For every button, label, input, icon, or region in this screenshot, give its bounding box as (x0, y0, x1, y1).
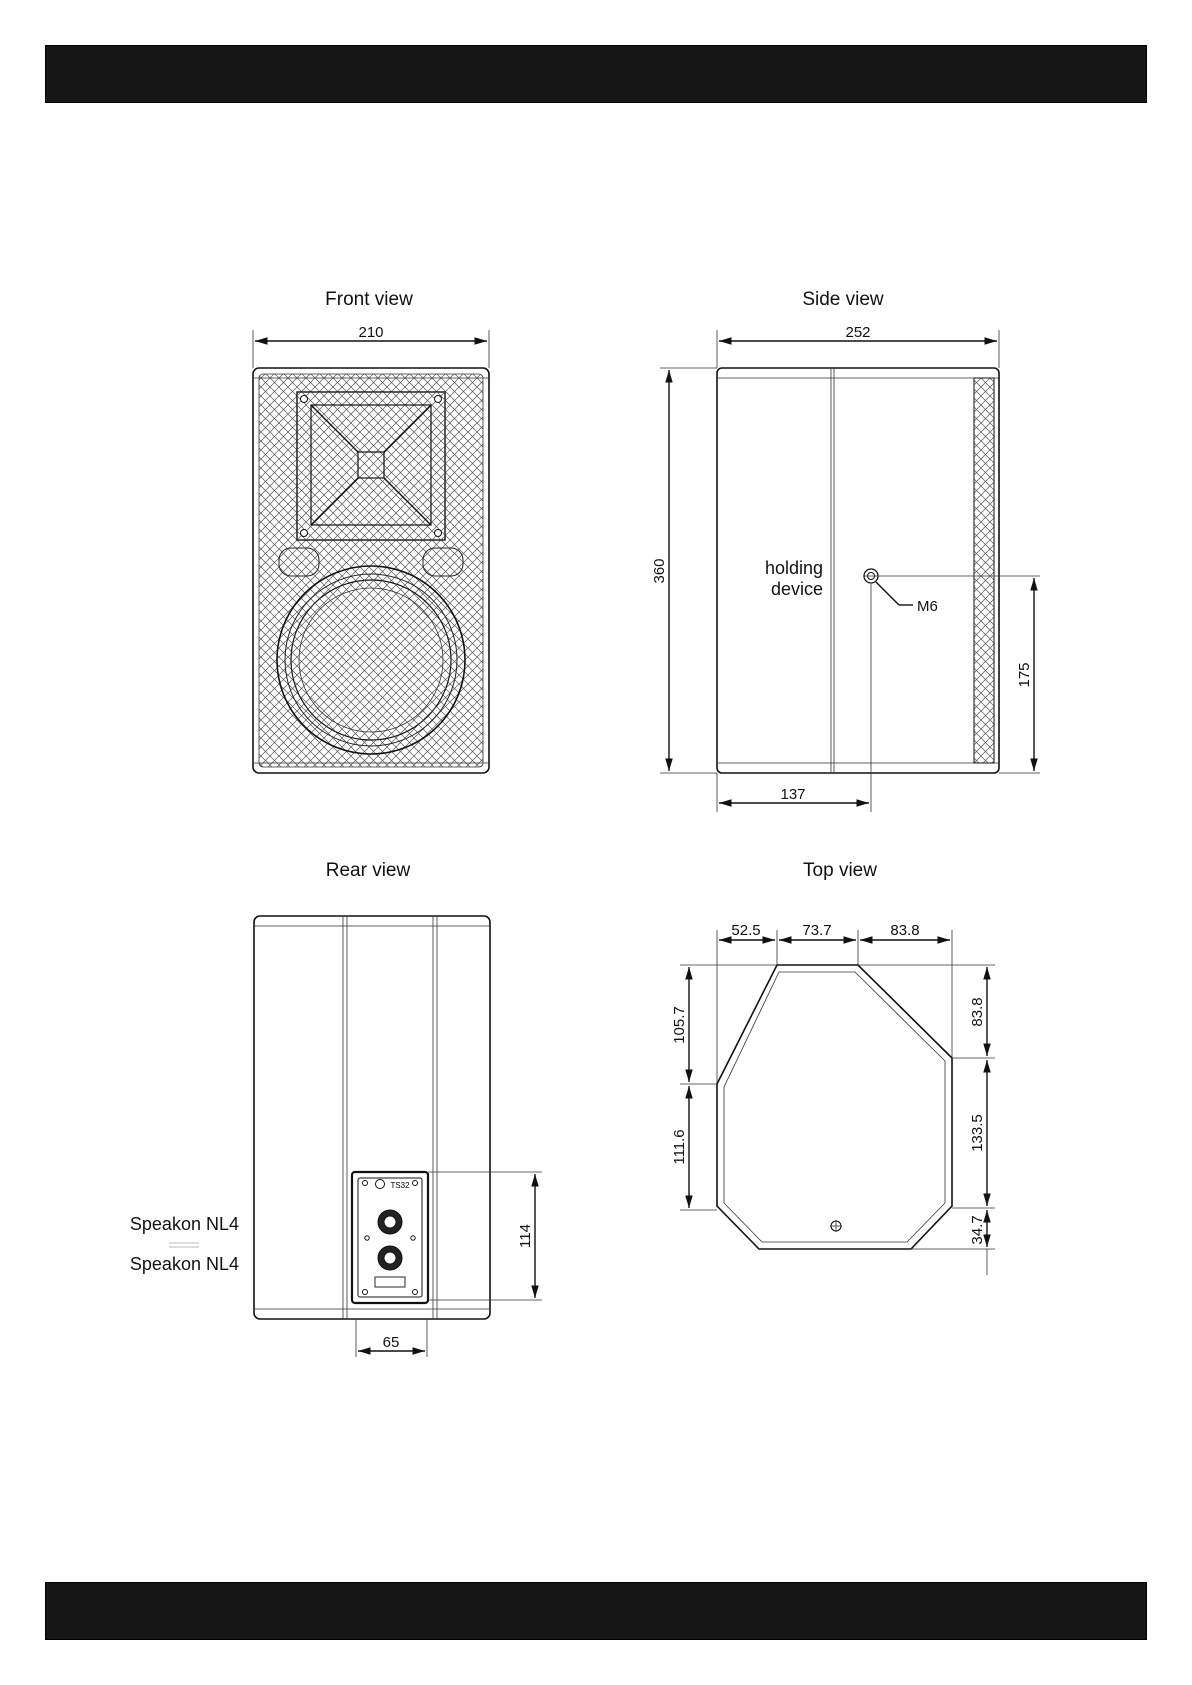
rear-view: Rear view TS32 114 65 Speakon (130, 860, 542, 1357)
woofer-cone (291, 580, 451, 740)
side-grille (974, 378, 994, 763)
side-cabinet (717, 368, 999, 773)
thread-label: M6 (917, 598, 938, 615)
holding-device-label-1: holding (765, 558, 823, 578)
side-view: Side view 252 360 holding device M6 175 (651, 289, 1040, 812)
connector-label-2: Speakon NL4 (130, 1254, 239, 1274)
top-dimension-2: 73.7 (802, 922, 831, 939)
hole-offset-dimension: 137 (780, 786, 805, 803)
panel-model: TS32 (390, 1181, 410, 1190)
side-width-dimension: 252 (845, 324, 870, 341)
left-dimension-2: 111.6 (671, 1129, 688, 1164)
top-view-title: Top view (803, 860, 877, 881)
side-height-dimension: 360 (651, 558, 668, 583)
panel-height-dimension: 114 (517, 1224, 534, 1248)
side-view-title: Side view (802, 289, 884, 310)
front-view-title: Front view (325, 289, 413, 310)
front-width-dimension: 210 (358, 324, 383, 341)
right-dimension-1: 83.8 (969, 997, 986, 1026)
rear-view-title: Rear view (326, 860, 411, 881)
right-dimension-2: 133.5 (969, 1114, 986, 1152)
hole-height-dimension: 175 (1016, 662, 1033, 687)
left-dimension-1: 105.7 (671, 1006, 688, 1044)
front-view: Front view 210 (253, 289, 489, 773)
top-dimension-1: 52.5 (731, 922, 760, 939)
holding-device-label-2: device (771, 579, 823, 599)
top-outline (717, 965, 952, 1249)
top-dimension-3: 83.8 (890, 922, 919, 939)
right-dimension-3: 34.7 (969, 1215, 986, 1244)
connector-label-1: Speakon NL4 (130, 1214, 239, 1234)
connector-panel (352, 1172, 428, 1303)
panel-width-dimension: 65 (383, 1334, 400, 1351)
top-view: Top view 52.5 73.7 83.8 105.7 111.6 (671, 860, 995, 1275)
